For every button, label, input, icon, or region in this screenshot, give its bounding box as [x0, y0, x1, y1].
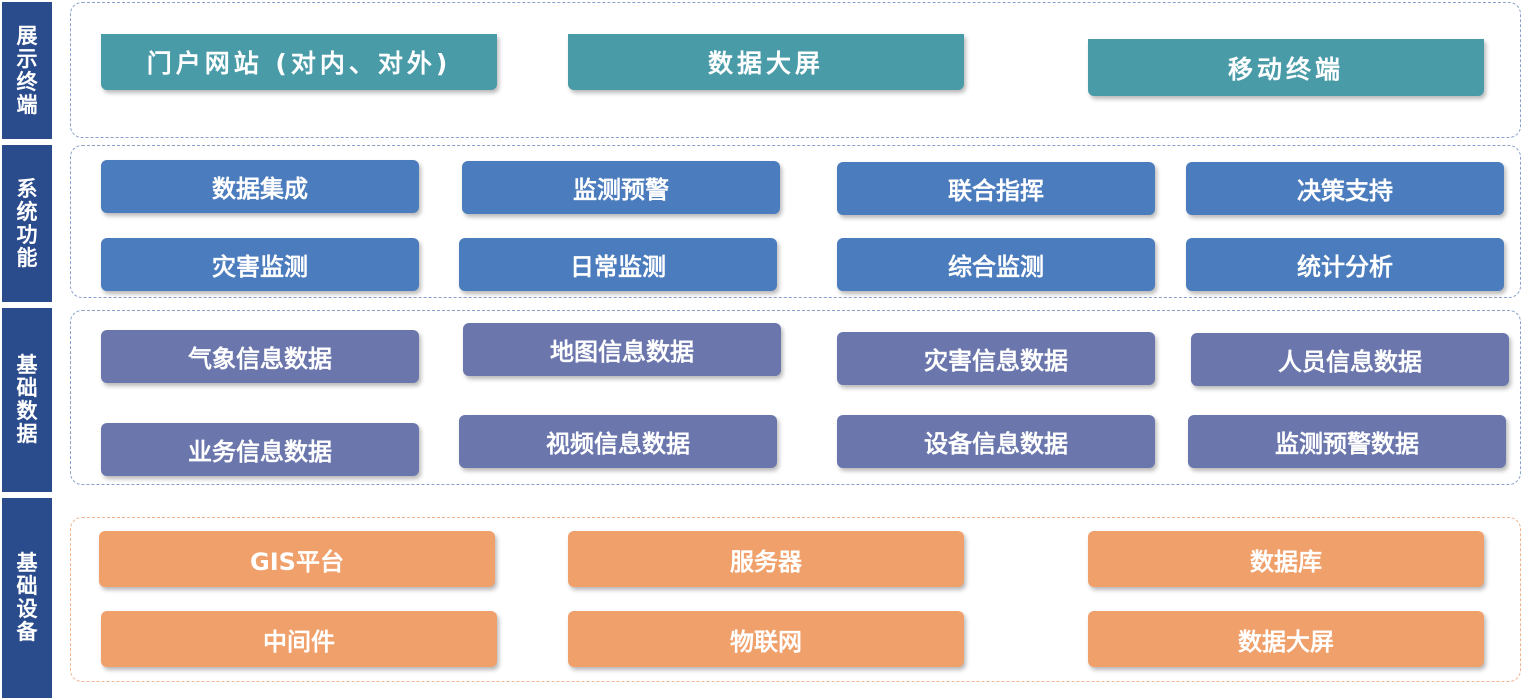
- display-item-portal: 门户网站 (对内、对外): [101, 34, 497, 90]
- zone-infra: [70, 517, 1521, 682]
- layer-label-infra: 基础设备: [2, 498, 52, 698]
- data-item: 业务信息数据: [101, 423, 419, 476]
- data-item: 人员信息数据: [1191, 333, 1509, 386]
- system-item: 决策支持: [1186, 162, 1504, 215]
- data-item: 气象信息数据: [101, 330, 419, 383]
- display-item-big-screen: 数据大屏: [568, 34, 964, 90]
- infra-item: 中间件: [101, 611, 497, 667]
- layer-label-system: 系统功能: [2, 145, 52, 302]
- system-item: 监测预警: [462, 161, 780, 214]
- system-item: 联合指挥: [837, 162, 1155, 215]
- infra-item: 数据库: [1088, 531, 1484, 587]
- system-item: 日常监测: [459, 238, 777, 291]
- data-item: 监测预警数据: [1188, 415, 1506, 468]
- infra-item: 数据大屏: [1088, 611, 1484, 667]
- infra-item: GIS平台: [99, 531, 495, 587]
- system-item: 灾害监测: [101, 238, 419, 291]
- layer-label-display: 展示终端: [2, 2, 52, 139]
- system-item: 统计分析: [1186, 238, 1504, 291]
- data-item: 地图信息数据: [463, 323, 781, 376]
- zone-system: [70, 145, 1521, 298]
- zone-data: [70, 310, 1521, 485]
- layer-label-data: 基础数据: [2, 308, 52, 492]
- system-item: 综合监测: [837, 238, 1155, 291]
- display-item-mobile: 移动终端: [1088, 39, 1484, 96]
- infra-item: 物联网: [568, 611, 964, 667]
- data-item: 灾害信息数据: [837, 332, 1155, 385]
- zone-display: [70, 2, 1521, 138]
- data-item: 设备信息数据: [837, 415, 1155, 468]
- infra-item: 服务器: [568, 531, 964, 587]
- data-item: 视频信息数据: [459, 415, 777, 468]
- system-item: 数据集成: [101, 160, 419, 213]
